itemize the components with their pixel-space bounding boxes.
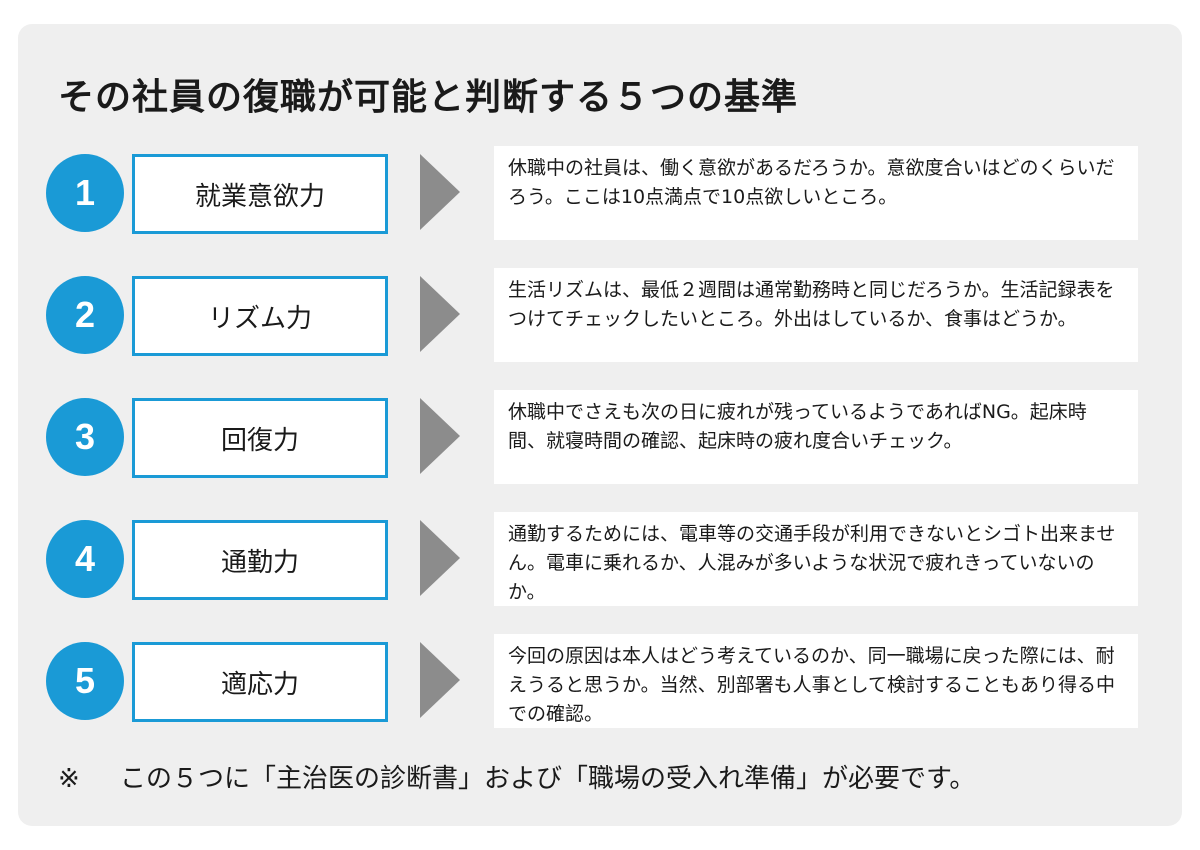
reference-mark: ※ — [58, 764, 80, 794]
arrow-right-icon — [420, 642, 460, 718]
criterion-row-2: 2 リズム力 生活リズムは、最低２週間は通常勤務時と同じだろうか。生活記録表をつ… — [18, 268, 1182, 364]
criterion-description-1: 休職中の社員は、働く意欲があるだろうか。意欲度合いはどのくらいだろう。ここは10… — [494, 146, 1138, 240]
criterion-label-2: リズム力 — [132, 276, 388, 356]
criterion-row-1: 1 就業意欲力 休職中の社員は、働く意欲があるだろうか。意欲度合いはどのくらいだ… — [18, 146, 1182, 242]
number-badge-4: 4 — [46, 520, 124, 598]
criterion-row-3: 3 回復力 休職中でさえも次の日に疲れが残っているようであればNG。起床時間、就… — [18, 390, 1182, 486]
criterion-row-5: 5 適応力 今回の原因は本人はどう考えているのか、同一職場に戻った際には、耐えう… — [18, 634, 1182, 730]
number-badge-1: 1 — [46, 154, 124, 232]
arrow-right-icon — [420, 276, 460, 352]
criterion-description-2: 生活リズムは、最低２週間は通常勤務時と同じだろうか。生活記録表をつけてチェックし… — [494, 268, 1138, 362]
arrow-right-icon — [420, 398, 460, 474]
footnote: ※ この５つに「主治医の診断書」および「職場の受入れ準備」が必要です。 — [58, 758, 975, 795]
page-title: その社員の復職が可能と判断する５つの基準 — [58, 77, 799, 118]
criteria-panel: その社員の復職が可能と判断する５つの基準 1 就業意欲力 休職中の社員は、働く意… — [18, 24, 1182, 826]
criterion-description-4: 通勤するためには、電車等の交通手段が利用できないとシゴト出来ません。電車に乗れる… — [494, 512, 1138, 606]
arrow-right-icon — [420, 154, 460, 230]
number-badge-2: 2 — [46, 276, 124, 354]
criterion-label-3: 回復力 — [132, 398, 388, 478]
criterion-label-5: 適応力 — [132, 642, 388, 722]
footnote-text: この５つに「主治医の診断書」および「職場の受入れ準備」が必要です。 — [120, 764, 976, 794]
criterion-label-4: 通勤力 — [132, 520, 388, 600]
number-badge-5: 5 — [46, 642, 124, 720]
number-badge-3: 3 — [46, 398, 124, 476]
arrow-right-icon — [420, 520, 460, 596]
criterion-label-1: 就業意欲力 — [132, 154, 388, 234]
criterion-description-3: 休職中でさえも次の日に疲れが残っているようであればNG。起床時間、就寝時間の確認… — [494, 390, 1138, 484]
criterion-description-5: 今回の原因は本人はどう考えているのか、同一職場に戻った際には、耐えうると思うか。… — [494, 634, 1138, 728]
criterion-row-4: 4 通勤力 通勤するためには、電車等の交通手段が利用できないとシゴト出来ません。… — [18, 512, 1182, 608]
